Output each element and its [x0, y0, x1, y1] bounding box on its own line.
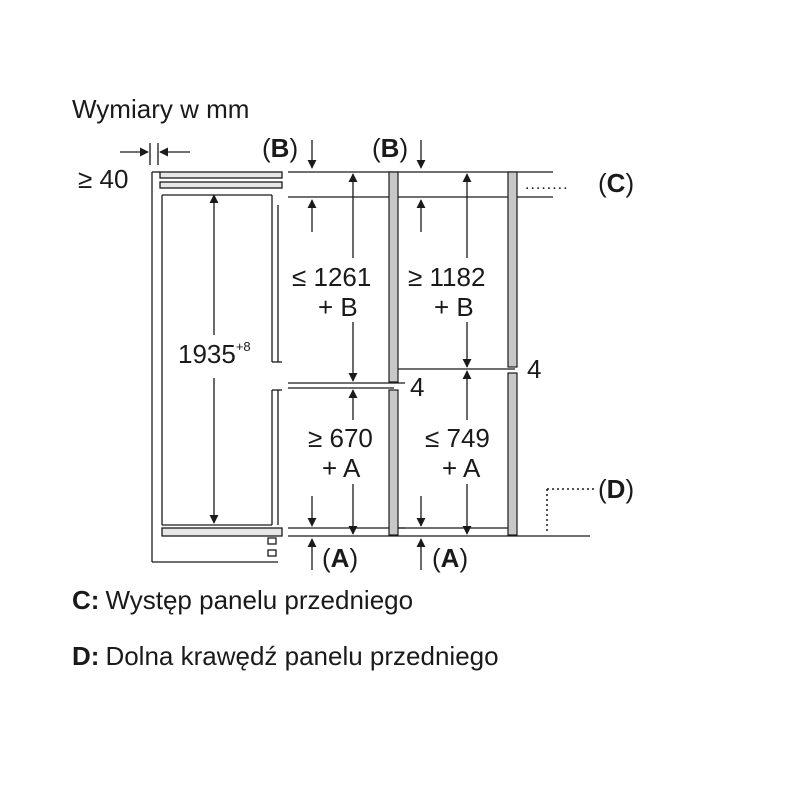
label-d: (D) — [598, 474, 634, 504]
label-b-left: (B) — [262, 133, 298, 163]
d-dotted-bracket — [546, 488, 594, 534]
c-dotted-leader: ........ — [525, 176, 569, 193]
dimension-40-arrows — [120, 143, 190, 165]
gap-4-left: 4 — [410, 372, 424, 402]
label-a-left: (A) — [322, 543, 358, 573]
dim-749-plus-a: + A — [442, 453, 481, 483]
label-a-right: (A) — [432, 543, 468, 573]
cabinet-side-panels — [388, 171, 518, 536]
dim-1261-label: ≤ 1261 — [292, 262, 371, 292]
label-c: (C) — [598, 168, 634, 198]
legend-c: C:Występ panelu przedniego — [72, 585, 413, 615]
dim-670-plus-a: + A — [322, 453, 361, 483]
dim-670-label: ≥ 670 — [308, 423, 373, 453]
gap-4-right: 4 — [527, 354, 541, 384]
legend-d: D:Dolna krawędź panelu przedniego — [72, 641, 499, 671]
dim-1261-plus-b: + B — [318, 292, 358, 322]
cabinet-outline — [151, 171, 283, 563]
height-1935-label: 1935+8 — [178, 339, 251, 369]
dim-1182-label: ≥ 1182 — [408, 262, 485, 292]
diagram-title: Wymiary w mm — [72, 94, 249, 124]
label-b-right: (B) — [372, 133, 408, 163]
dim-749-label: ≤ 749 — [425, 423, 490, 453]
label-min-40: ≥ 40 — [78, 164, 128, 194]
dim-1182-plus-b: + B — [434, 292, 474, 322]
